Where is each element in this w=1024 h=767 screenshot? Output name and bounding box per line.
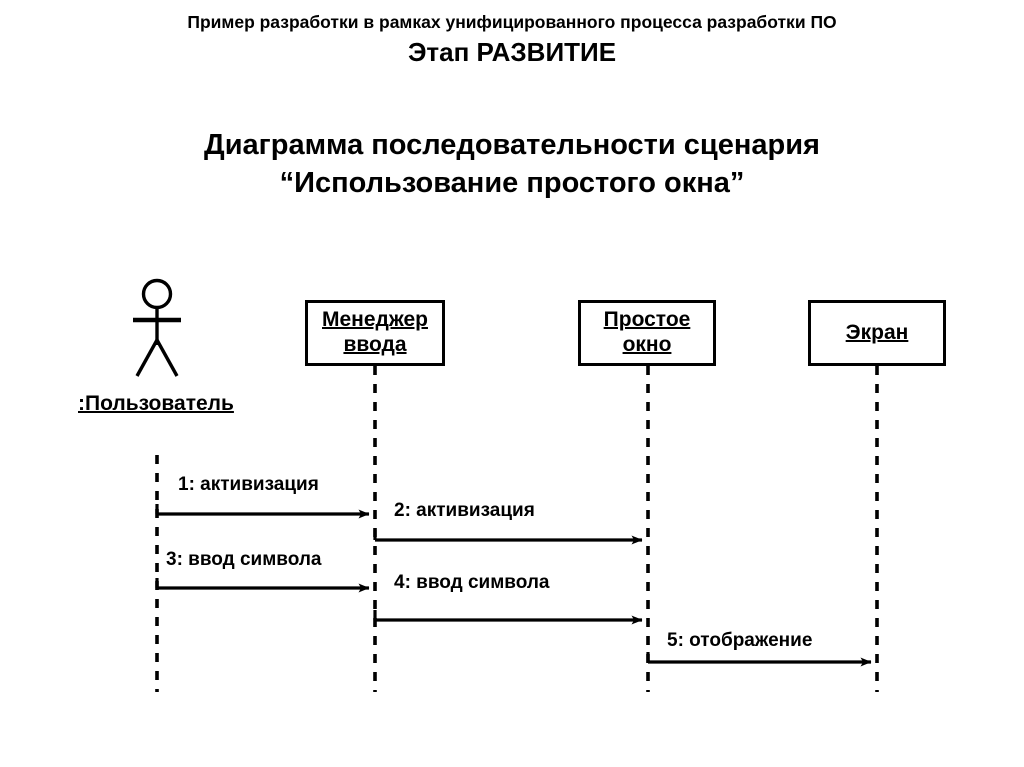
lifeline-box-input-manager-line-1: Менеджер [322, 308, 428, 332]
lifeline-box-simple-window[interactable]: Простое окно [578, 300, 716, 366]
message-label-4: 4: ввод символа [394, 572, 550, 593]
message-label-5: 5: отображение [667, 630, 813, 651]
diagram-title-line-1: Диаграмма последовательности сценария [204, 129, 820, 161]
lifeline-box-simple-window-line-2: окно [622, 333, 672, 356]
stick-figure-actor-icon [133, 278, 181, 377]
message-label-2: 2: активизация [394, 500, 535, 521]
lifeline-box-input-manager-line-2: ввода [343, 333, 407, 356]
lifeline-box-simple-window-line-1: Простое [603, 308, 691, 332]
diagram-title: Диаграмма последовательности сценария “И… [0, 126, 1024, 203]
message-label-3: 3: ввод символа [166, 549, 322, 570]
page-header: Пример разработки в рамках унифицированн… [0, 0, 1024, 67]
lifeline-box-screen-line-1: Экран [845, 320, 909, 344]
actor-label: :Пользователь [78, 392, 234, 415]
subject-line: Пример разработки в рамках унифицированн… [187, 12, 837, 32]
diagram-title-line-2: “Использование простого окна” [279, 167, 745, 200]
message-label-1: 1: активизация [178, 474, 319, 495]
lifeline-box-screen[interactable]: Экран [808, 300, 946, 366]
stage-line: Этап РАЗВИТИЕ [407, 37, 617, 68]
lifeline-box-input-manager[interactable]: Менеджер ввода [305, 300, 445, 366]
